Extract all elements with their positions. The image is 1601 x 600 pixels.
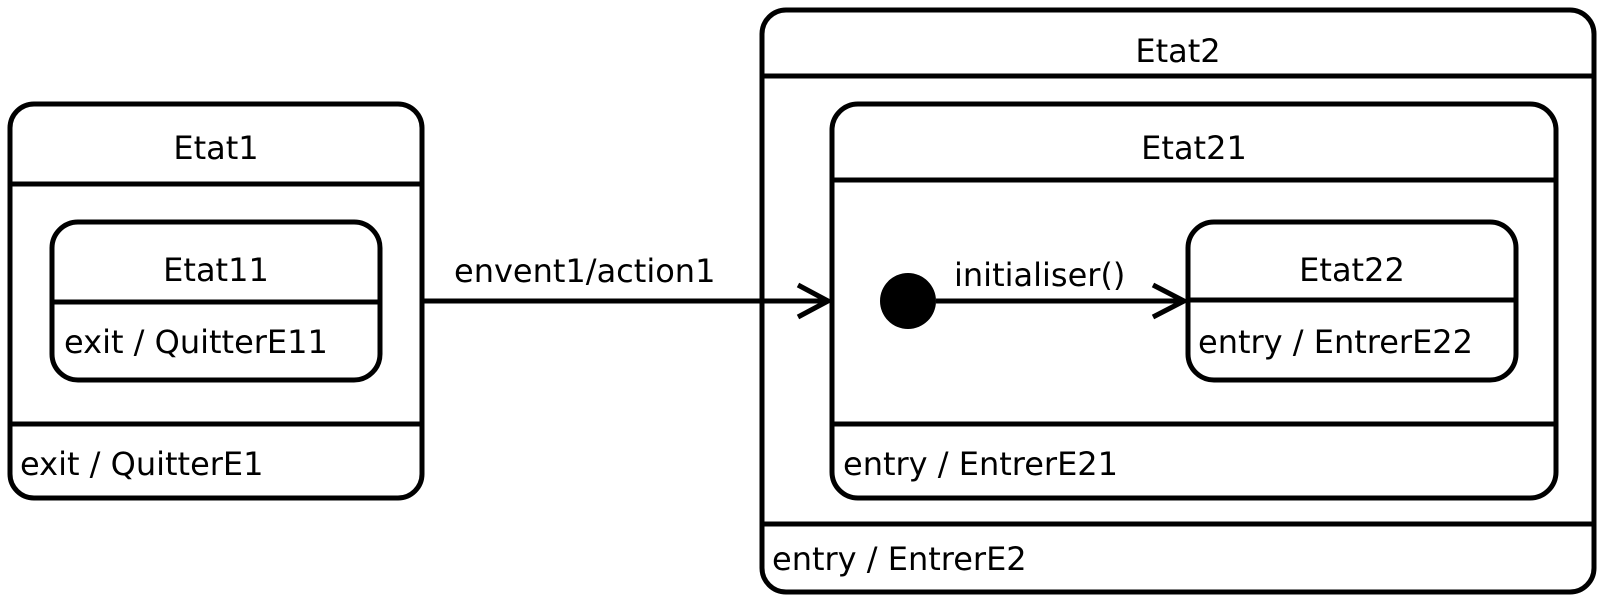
state-etat22: Etat22 entry / EntrerE22 (1185, 219, 1519, 383)
state-etat21-activity: entry / EntrerE21 (843, 445, 1118, 483)
state-etat2-activity: entry / EntrerE2 (772, 540, 1027, 578)
transition-initial-to-etat22: initialiser() (936, 256, 1190, 320)
state-etat2-name: Etat2 (1135, 32, 1220, 70)
initial-pseudostate (880, 273, 936, 329)
state-etat11-name: Etat11 (163, 251, 269, 289)
state-etat11-activity: exit / QuitterE11 (64, 323, 328, 361)
state-etat1-name: Etat1 (173, 129, 258, 167)
state-etat1: Etat1 exit / QuitterE1 Etat11 exit / Qui… (7, 101, 425, 501)
state-etat11: Etat11 exit / QuitterE11 (49, 219, 383, 383)
transition-etat1-to-etat21-arrowhead (796, 282, 834, 320)
state-etat22-activity: entry / EntrerE22 (1198, 323, 1473, 361)
transition-etat1-to-etat21-label: envent1/action1 (454, 252, 715, 290)
transition-etat1-to-etat21: envent1/action1 (424, 252, 834, 320)
state-etat1-activity: exit / QuitterE1 (20, 445, 264, 483)
transition-initial-to-etat22-label: initialiser() (954, 256, 1125, 294)
state-etat21-name: Etat21 (1141, 129, 1247, 167)
state-etat22-name: Etat22 (1299, 251, 1405, 289)
state-etat21: Etat21 entry / EntrerE21 Etat22 entry / … (829, 101, 1559, 501)
transition-initial-to-etat22-arrowhead (1151, 282, 1190, 320)
